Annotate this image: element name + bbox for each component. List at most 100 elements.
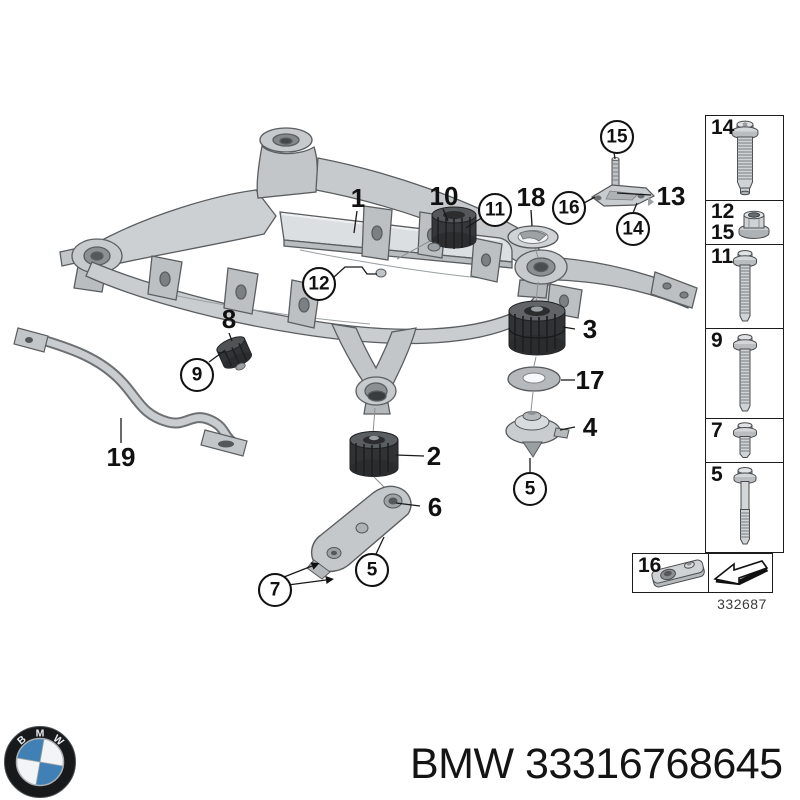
- callout-2: 2: [427, 441, 441, 471]
- callout-circle: [551, 190, 587, 226]
- callout-1: 1: [351, 183, 365, 213]
- callout-8: 8: [222, 304, 236, 334]
- bmw-logo-quadrants: [16, 738, 64, 786]
- flange-nut-icon: [738, 210, 769, 239]
- leader-line: [562, 326, 576, 330]
- leader-line: [442, 208, 449, 222]
- callout-18: 18: [517, 182, 546, 212]
- sidebar-box-11: 11: [706, 245, 783, 329]
- callout-number: 13: [657, 181, 686, 211]
- part-washer-18: [507, 225, 559, 258]
- sidebar-label-9: 9: [711, 329, 723, 352]
- sidebar-box-5: 5: [706, 463, 783, 551]
- sidebar-label-14: 14: [711, 116, 735, 139]
- callout-9: 9: [179, 357, 215, 393]
- leader-line: [375, 536, 385, 555]
- callout-number: 17: [576, 365, 605, 395]
- callout-12: 12: [301, 266, 337, 302]
- leader-line: [395, 502, 421, 507]
- sidebar-label-5: 5: [711, 463, 723, 486]
- callout-14: 14: [615, 211, 651, 247]
- leader-line: [616, 192, 652, 196]
- callout-number: 5: [367, 560, 378, 581]
- leader-line: [465, 216, 484, 229]
- leader-line: [283, 565, 313, 578]
- callout-number: 16: [558, 198, 579, 219]
- callout-15: 15: [599, 119, 635, 155]
- part-bolt-12-stub: [375, 268, 387, 278]
- callout-circle: [599, 119, 635, 155]
- part-bracket-13: [590, 156, 656, 207]
- callout-labels: 1 10 18 13 8 3 17 4 2 6 19 15 16 11 14 12 9 5 5 7: [107, 119, 686, 608]
- callout-number: 14: [622, 219, 644, 240]
- sidebar-label-7: 7: [711, 419, 723, 442]
- callout-circle: [179, 357, 215, 393]
- leader-arrowhead: [310, 562, 320, 570]
- stabilizer-bar: [13, 327, 248, 457]
- hex-flange-bolt-long-icon: [732, 333, 757, 411]
- callout-5: 5: [512, 471, 548, 507]
- callout-circle: [301, 266, 337, 302]
- torx-flange-bolt-icon: [731, 120, 758, 196]
- callout-13: 13: [657, 181, 686, 211]
- callout-number: 5: [525, 479, 536, 500]
- leader-arrowhead: [325, 576, 334, 584]
- callout-circle: [477, 192, 513, 228]
- part-number-text: BMW 33316768645: [410, 740, 783, 788]
- callout-19: 19: [107, 442, 136, 472]
- callout-number: 10: [430, 181, 459, 211]
- callout-10: 10: [430, 181, 459, 211]
- callout-16: 16: [551, 190, 587, 226]
- callout-6: 6: [428, 492, 442, 522]
- leader-line: [395, 454, 425, 457]
- leader-line: [228, 332, 233, 342]
- leader-line: [333, 266, 377, 278]
- leader-line: [530, 209, 533, 227]
- subframe-illustration: [59, 127, 698, 415]
- hex-flange-bolt-short-icon: [732, 421, 757, 458]
- leader-line: [632, 202, 638, 214]
- leader-line: [353, 210, 358, 234]
- callout-5: 5: [354, 552, 390, 588]
- callout-number: 9: [192, 365, 203, 386]
- callout-number: 6: [428, 492, 442, 522]
- callout-number: 1: [351, 183, 365, 213]
- sidebar-box-9: 9: [706, 329, 783, 419]
- subframe-exploded-diagram: 1 10 18 13 8 3 17 4 2 6 19 15 16 11 14 12 9 5 5 7: [13, 119, 698, 608]
- sidebar-direction-arrow-box: [708, 553, 773, 593]
- callout-number: 7: [270, 580, 281, 601]
- part-bushing-10: [396, 206, 477, 260]
- callout-3: 3: [583, 314, 597, 344]
- hex-flange-bolt-long-icon: [732, 249, 757, 321]
- callout-17: 17: [576, 365, 605, 395]
- sidebar-box-16: 16: [632, 553, 710, 593]
- callout-circle: [512, 471, 548, 507]
- callout-number: 12: [308, 274, 329, 295]
- callout-number: 4: [583, 412, 598, 442]
- logo-letter-m: M: [36, 728, 45, 740]
- drawing-number: 332687: [717, 596, 767, 612]
- part-washer-17: [507, 356, 561, 412]
- callout-number: 8: [222, 304, 236, 334]
- part-bushing-3: [508, 281, 566, 356]
- callout-4: 4: [583, 412, 598, 442]
- sidebar-label-11: 11: [711, 245, 734, 268]
- bmw-logo-icon: B M W: [4, 726, 76, 798]
- direction-arrow-icon: [712, 560, 768, 586]
- sidebar-box-14: 14: [706, 116, 783, 201]
- callout-circle: [354, 552, 390, 588]
- callout-number: 15: [606, 127, 628, 148]
- sidebar-box-7: 7: [706, 419, 783, 463]
- callout-7: 7: [257, 572, 293, 608]
- hex-flange-bolt-shank-icon: [733, 467, 756, 545]
- cage-nut-plate-icon: [651, 559, 705, 588]
- part-mount-4: [505, 411, 570, 458]
- callout-circle: [257, 572, 293, 608]
- part-bushing-2: [349, 407, 399, 492]
- sidebar-label-15: 15: [711, 221, 735, 244]
- callout-11: 11: [477, 192, 513, 228]
- part-bushing-8: [216, 336, 253, 371]
- sidebar-label-16: 16: [638, 554, 662, 577]
